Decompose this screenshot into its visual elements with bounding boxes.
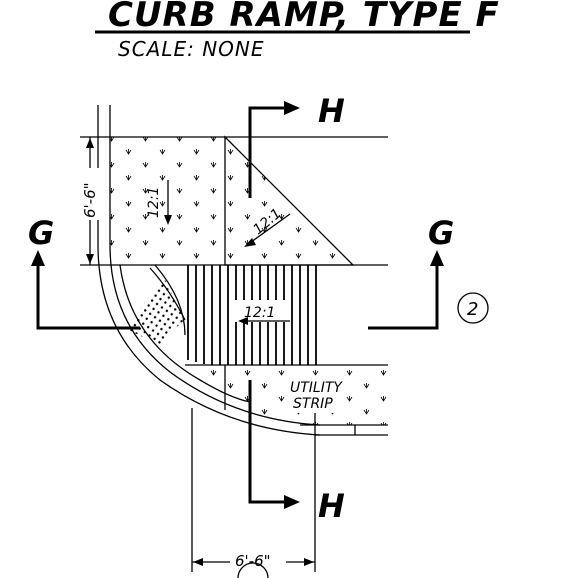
section-h-bottom-marker: [248, 380, 288, 504]
detectable-warning-dots: [128, 280, 185, 345]
dim-horiz-arrow-right: [304, 558, 314, 566]
ramp-slope-arrowhead: [238, 317, 248, 325]
bottom-callout-partial: [237, 562, 269, 578]
section-h-bottom-label: H: [318, 487, 345, 525]
ramp-slope-label: 12:1: [244, 305, 275, 321]
detail-callout-circle: [457, 292, 489, 324]
ramp-left-curve: [154, 264, 186, 336]
dim-vert-arrow-bot: [86, 254, 94, 264]
section-g-left-label: G: [28, 214, 54, 252]
section-h-top-label: H: [318, 92, 345, 130]
utility-strip: [180, 365, 388, 425]
scale-label: SCALE: NONE: [118, 37, 265, 61]
dim-horiz-label-bg: [230, 550, 286, 568]
dim-vert-arrow-top: [86, 138, 94, 148]
ramp-flare: [224, 135, 355, 266]
curb-arc-inner: [109, 105, 321, 426]
utility-note-bg: [285, 377, 345, 413]
dim-horiz-arrow-left: [193, 558, 203, 566]
section-g-left-marker: [36, 265, 140, 330]
section-g-right-arrow: [430, 250, 444, 266]
drawing-title: CURB RAMP, TYPE F: [108, 0, 500, 35]
detail-callout-number: 2: [467, 299, 478, 320]
utility-note-line1: UTILITY: [290, 380, 343, 396]
flare-slope-arrow: [246, 213, 291, 246]
ramp-right-curve: [149, 267, 186, 321]
section-h-top-marker: [248, 106, 288, 198]
section-g-left-arrow: [31, 250, 45, 266]
dim-vert-label-bg: [80, 168, 100, 220]
utility-note-line2: STRIP: [293, 396, 333, 412]
curb-arc-outer: [97, 105, 321, 436]
section-h-bottom-arrow: [284, 495, 300, 509]
section-h-top-arrow: [284, 101, 300, 115]
dim-horiz-label: 6'-6": [235, 552, 271, 570]
flare-slope-arrowhead: [244, 238, 256, 247]
dim-vert-label: 6'-6": [81, 182, 99, 218]
landing-slope-arrowhead: [164, 215, 172, 225]
ramp-slope-bg: [232, 300, 290, 322]
landing-slope-label: 12:1: [146, 187, 162, 218]
section-g-right-label: G: [428, 214, 454, 252]
curb-arc-mid: [119, 264, 251, 403]
section-g-right-marker: [368, 265, 439, 330]
